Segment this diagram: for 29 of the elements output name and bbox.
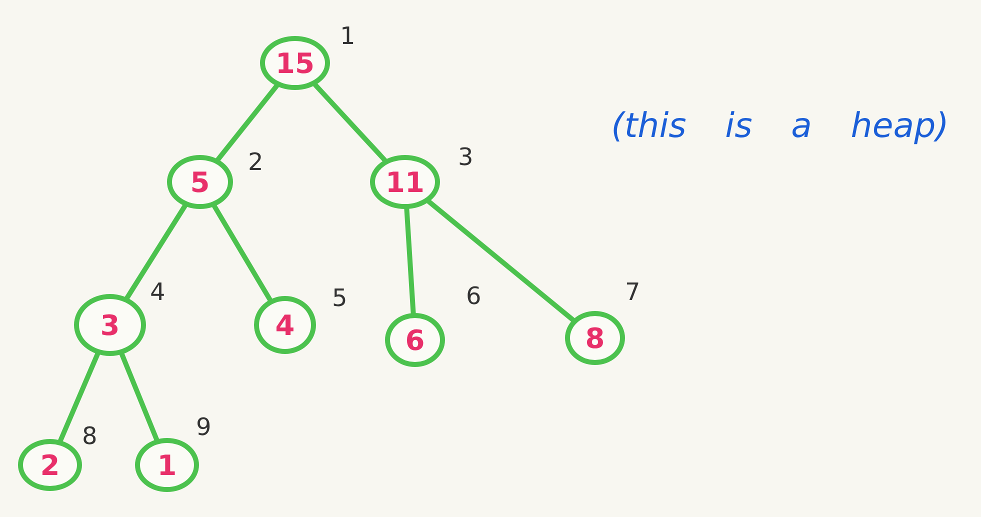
handwritten-note: (this is a heap)	[610, 105, 950, 148]
node-index-number: 6	[466, 282, 482, 310]
node-value: 11	[386, 166, 424, 198]
tree-edge-line	[58, 352, 100, 443]
node-index-number: 7	[625, 278, 640, 306]
node-index-number: 5	[332, 284, 348, 312]
tree-node-circle	[370, 155, 440, 209]
node-value: 1	[157, 448, 177, 482]
node-index-number: 4	[150, 278, 166, 306]
tree-edge-line	[124, 204, 188, 300]
tree-edge-line	[216, 84, 280, 162]
tree-edge-line	[119, 352, 160, 442]
tree-edge-line	[312, 82, 388, 163]
tree-edge-line	[426, 199, 576, 322]
node-value: 2	[40, 448, 60, 482]
node-value: 15	[276, 46, 314, 80]
tree-node-circle	[565, 311, 625, 365]
tree-edge-line	[212, 204, 272, 302]
node-index-number: 2	[248, 148, 264, 176]
tree-edge-line	[404, 206, 416, 316]
node-value: 4	[275, 308, 295, 342]
node-value: 5	[190, 166, 210, 198]
node-value: 3	[100, 308, 120, 342]
node-index-number: 3	[458, 143, 474, 171]
node-index-number: 8	[82, 422, 98, 450]
node-value: 8	[585, 322, 605, 354]
node-value: 6	[405, 324, 425, 356]
node-index-number: 9	[196, 413, 212, 441]
node-index-number: 1	[340, 22, 356, 50]
